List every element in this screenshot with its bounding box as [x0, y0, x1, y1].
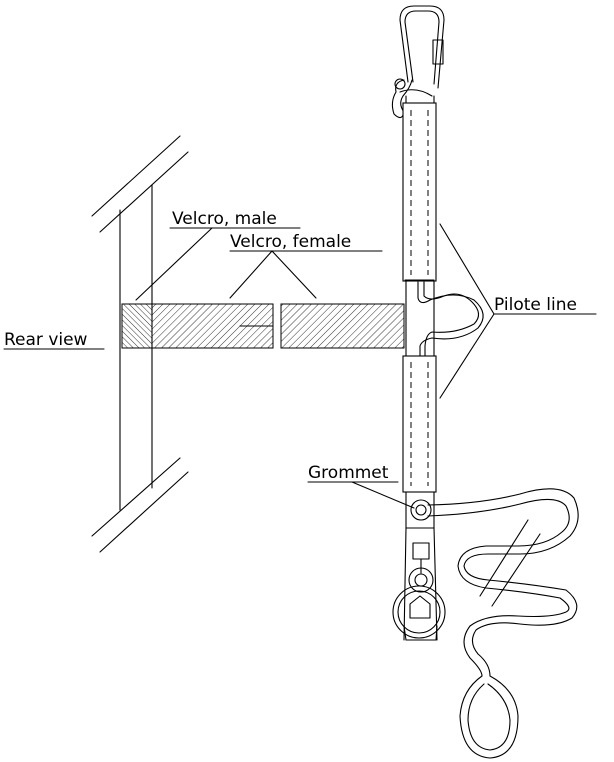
- velcro-strips: [121, 303, 405, 349]
- carabiner: [391, 5, 445, 119]
- label-rear-view: Rear view: [4, 330, 88, 350]
- label-velcro-female: Velcro, female: [230, 232, 351, 252]
- label-grommet: Grommet: [308, 463, 389, 483]
- callout-lines: [3, 223, 597, 509]
- label-velcro-male: Velcro, male: [172, 209, 277, 229]
- grommet: [410, 499, 432, 521]
- pilote-line-loop: [417, 281, 484, 357]
- velcro-strip-right: [280, 303, 405, 349]
- upper-flap: [402, 102, 437, 282]
- pilote-line-trail: [427, 488, 579, 759]
- label-pilote-line: Pilote line: [494, 295, 577, 315]
- velcro-male-patch: [121, 303, 153, 349]
- lower-hardware: [392, 527, 446, 641]
- main-strap: [402, 95, 437, 529]
- lower-flap: [402, 355, 437, 493]
